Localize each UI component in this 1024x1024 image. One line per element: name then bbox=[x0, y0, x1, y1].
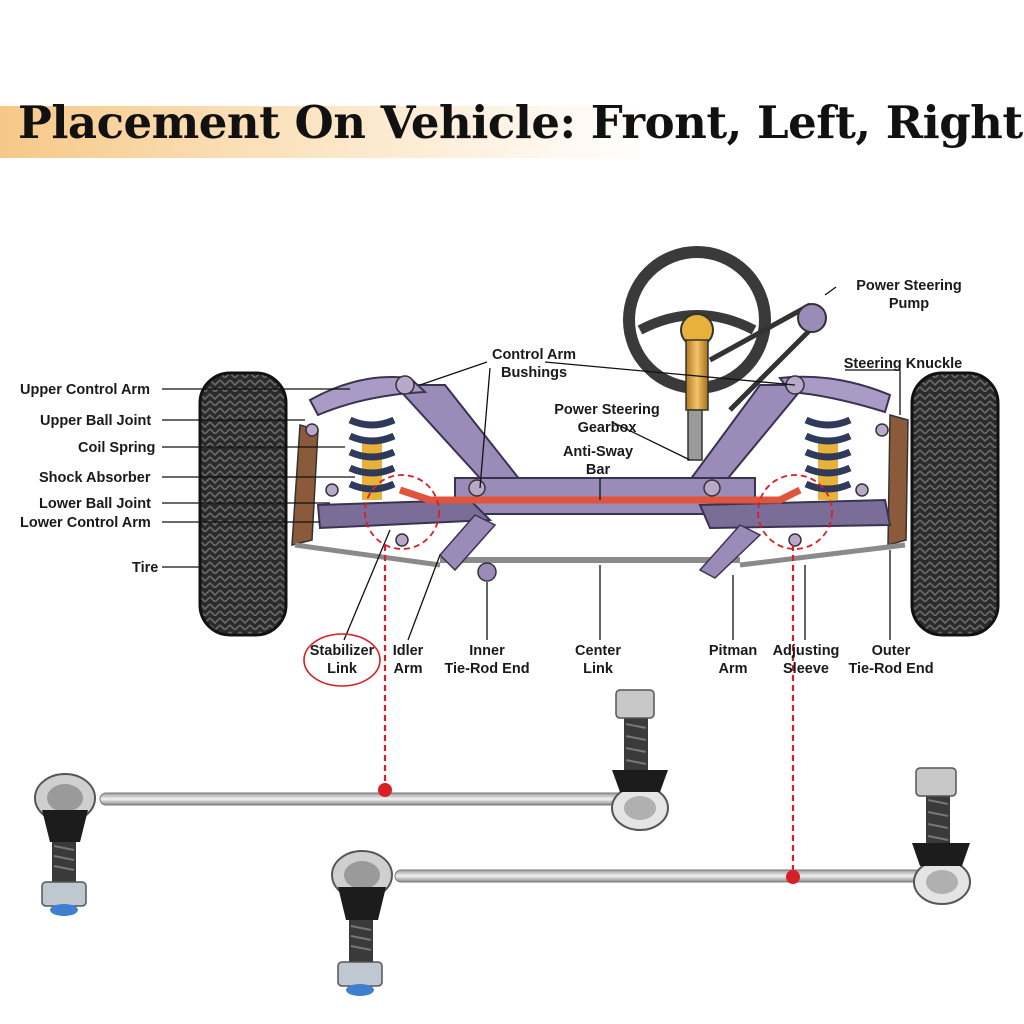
label-pitman-arm-2: Arm bbox=[718, 661, 747, 677]
right-upper-control-arm bbox=[778, 375, 892, 414]
label-outer-tie-rod-end-1: Outer bbox=[872, 643, 911, 659]
right-lower-control-arm bbox=[698, 498, 892, 530]
label-stabilizer-link-1: Stabilizer bbox=[310, 643, 375, 659]
right-stabilizer-highlight bbox=[757, 474, 833, 550]
label-center-link-2: Link bbox=[583, 661, 614, 677]
leader-lines bbox=[162, 286, 901, 641]
label-lower-control-arm: Lower Control Arm bbox=[20, 515, 151, 531]
label-inner-tie-rod-end-2: Tie-Rod End bbox=[444, 661, 529, 677]
label-control-arm-bushings-1: Control Arm bbox=[492, 347, 576, 363]
label-tire: Tire bbox=[132, 560, 158, 576]
left-tire bbox=[198, 371, 288, 637]
left-lower-control-arm bbox=[316, 498, 493, 530]
label-coil-spring: Coil Spring bbox=[78, 440, 155, 456]
label-upper-ball-joint: Upper Ball Joint bbox=[40, 413, 151, 429]
label-idler-arm-2: Arm bbox=[393, 661, 422, 677]
label-anti-sway-bar-2: Bar bbox=[586, 462, 611, 478]
label-anti-sway-bar-1: Anti-Sway bbox=[563, 444, 633, 460]
inner-tie-rod-end-joint bbox=[477, 562, 497, 582]
label-stabilizer-link-2: Link bbox=[327, 661, 358, 677]
right-tire bbox=[910, 371, 1000, 637]
anti-sway-bar bbox=[398, 486, 802, 504]
pump-belt bbox=[708, 302, 822, 412]
right-coil-spring bbox=[804, 416, 852, 500]
stabilizer-link-callout-circle bbox=[303, 633, 381, 687]
left-placement-dot bbox=[378, 783, 392, 797]
label-power-steering-pump-1: Power Steering bbox=[856, 278, 962, 294]
label-power-steering-gearbox-1: Power Steering bbox=[554, 402, 660, 418]
label-steering-knuckle: Steering Knuckle bbox=[844, 356, 962, 372]
left-stabilizer-highlight bbox=[364, 474, 440, 550]
power-steering-pump bbox=[797, 303, 827, 333]
label-control-arm-bushings-2: Bushings bbox=[501, 365, 567, 381]
right-tie-rod bbox=[739, 542, 906, 568]
title-highlight-band bbox=[0, 106, 760, 158]
stabilizer-link-product-right bbox=[331, 767, 971, 996]
left-steering-knuckle bbox=[291, 424, 319, 546]
power-steering-gearbox bbox=[687, 409, 703, 461]
label-shock-absorber: Shock Absorber bbox=[39, 470, 151, 486]
label-center-link-1: Center bbox=[575, 643, 621, 659]
page-title: Placement On Vehicle: Front, Left, Right bbox=[18, 96, 1023, 149]
left-tie-rod bbox=[294, 542, 441, 568]
label-power-steering-gearbox-2: Gearbox bbox=[578, 420, 637, 436]
bushings bbox=[305, 375, 889, 547]
label-lower-ball-joint: Lower Ball Joint bbox=[39, 496, 151, 512]
idler-arm bbox=[438, 514, 497, 572]
label-power-steering-pump-2: Pump bbox=[889, 296, 929, 312]
label-adjusting-sleeve-1: Adjusting bbox=[773, 643, 840, 659]
right-steering-knuckle bbox=[887, 414, 909, 546]
label-pitman-arm-1: Pitman bbox=[709, 643, 757, 659]
label-outer-tie-rod-end-2: Tie-Rod End bbox=[848, 661, 933, 677]
stabilizer-link-product-left bbox=[34, 689, 669, 916]
pitman-arm bbox=[698, 524, 762, 579]
left-coil-spring bbox=[348, 416, 396, 500]
label-idler-arm-1: Idler bbox=[393, 643, 424, 659]
label-upper-control-arm: Upper Control Arm bbox=[20, 382, 150, 398]
label-adjusting-sleeve-2: Sleeve bbox=[783, 661, 829, 677]
label-inner-tie-rod-end-1: Inner bbox=[469, 643, 505, 659]
right-placement-dot bbox=[786, 870, 800, 884]
